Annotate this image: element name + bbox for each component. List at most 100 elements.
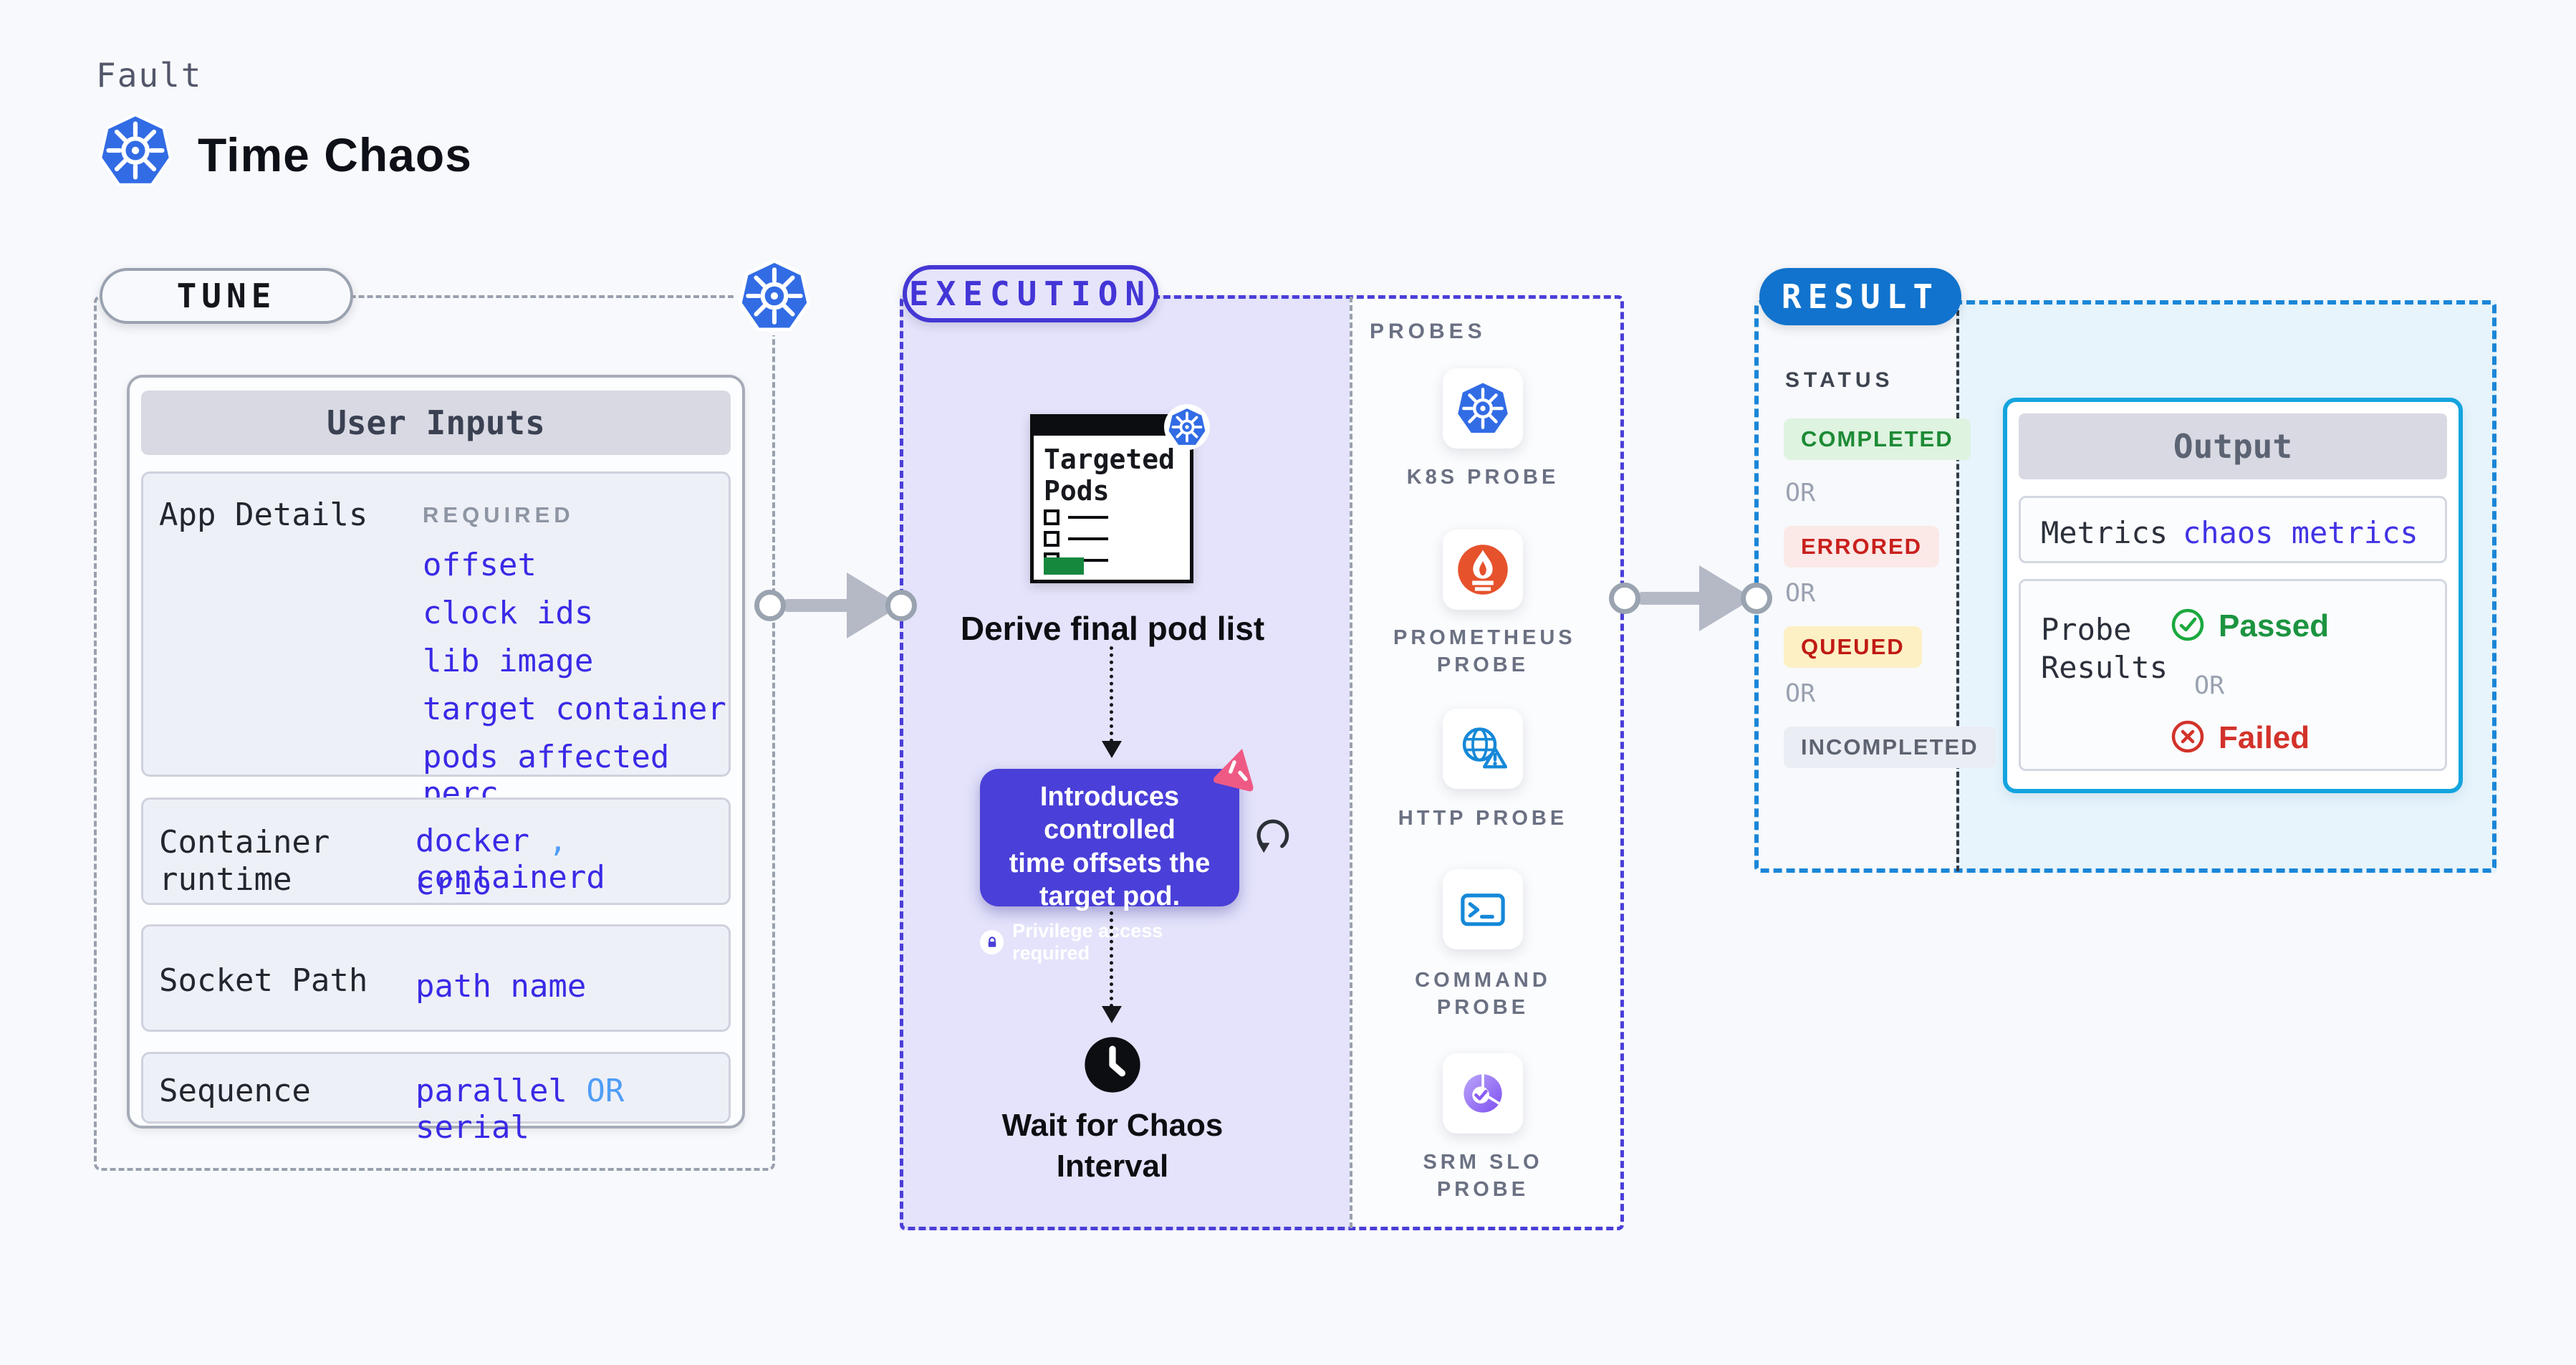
value-containerd[interactable]: containerd	[415, 859, 605, 896]
sequence-row: Sequence parallel OR serial	[141, 1052, 731, 1146]
value-parallel[interactable]: parallel	[415, 1073, 567, 1109]
link-target-container[interactable]: target container	[423, 691, 726, 727]
prometheus-probe-card[interactable]	[1443, 530, 1523, 610]
execution-badge-label: EXECUTION	[908, 274, 1153, 313]
probe-label: K8S PROBE	[1406, 466, 1559, 489]
probes-heading: PROBES	[1370, 320, 1486, 343]
failed-x-icon	[2170, 719, 2206, 755]
status-heading: STATUS	[1785, 368, 1894, 392]
pod-checklist-row	[1044, 509, 1059, 525]
link-lib-image[interactable]: lib image	[423, 643, 594, 679]
connector-dot	[885, 590, 917, 621]
status-badge-incompleted: INCOMPLETED	[1784, 727, 1996, 768]
required-tag: REQUIRED	[423, 502, 575, 527]
failed-label: Failed	[2219, 720, 2310, 755]
kubernetes-corner-icon	[735, 257, 814, 335]
pod-progress-bar	[1044, 557, 1084, 575]
privilege-note: Privilege access required	[1012, 920, 1163, 964]
kubernetes-logo-header-icon	[98, 113, 173, 188]
execution-badge: EXECUTION	[903, 265, 1158, 322]
link-offset[interactable]: offset	[423, 547, 537, 583]
connector-dot	[754, 590, 786, 621]
tooltip-line: time offsets the	[1009, 848, 1211, 878]
k8s-probe-icon	[1458, 383, 1508, 434]
user-inputs-header: User Inputs	[141, 391, 731, 455]
metrics-value[interactable]: chaos metrics	[2183, 515, 2418, 550]
tune-badge: TUNE	[100, 268, 353, 324]
chaos-pink-icon	[1213, 745, 1261, 792]
value-path-name[interactable]: path name	[415, 968, 587, 1005]
probe-results-row: Probe Results Passed OR Failed	[2019, 579, 2447, 771]
container-runtime-values-line1: docker , containerd	[415, 823, 729, 896]
dotted-arrowhead	[1102, 1006, 1122, 1023]
value-docker[interactable]: docker	[415, 823, 529, 859]
link-clock-ids[interactable]: clock ids	[423, 595, 594, 631]
value-comma: ,	[548, 823, 567, 859]
prometheus-probe-icon	[1458, 545, 1508, 595]
passed-check-icon	[2170, 607, 2206, 643]
sequence-values: parallel OR serial	[415, 1073, 729, 1146]
chaos-tooltip: Introduces controlled time offsets the t…	[980, 769, 1239, 964]
srm-slo-probe-card[interactable]	[1443, 1053, 1523, 1134]
connector-dot	[1741, 583, 1772, 614]
flow-arrow-line	[784, 599, 850, 612]
app-details-label: App Details	[159, 497, 368, 533]
status-or: OR	[1785, 479, 1816, 507]
result-badge: RESULT	[1759, 268, 1961, 325]
value-crio[interactable]: crio	[415, 866, 491, 902]
app-details-row: App Details REQUIRED offset clock ids li…	[141, 471, 731, 812]
probe-results-label: Probe Results	[2041, 612, 2168, 685]
derive-pod-list-label: Derive final pod list	[960, 610, 1265, 647]
probe-results-or: OR	[2194, 671, 2225, 700]
loop-refresh-icon	[1252, 815, 1294, 857]
status-badge-errored: ERRORED	[1784, 526, 1940, 567]
lock-icon	[980, 930, 1004, 955]
srm-slo-probe-icon	[1464, 1074, 1502, 1113]
status-badge-completed: COMPLETED	[1784, 418, 1971, 460]
dotted-arrowhead	[1102, 741, 1122, 758]
output-header: Output	[2019, 413, 2447, 479]
page-title: Time Chaos	[198, 128, 472, 181]
tooltip-line: target pod.	[1039, 881, 1181, 912]
flow-dotted-line	[1110, 911, 1113, 1007]
clock-icon	[1082, 1035, 1143, 1095]
targeted-pods-titlebar	[1034, 418, 1190, 436]
tune-badge-label: TUNE	[176, 277, 277, 315]
tune-section-box	[94, 295, 775, 1171]
command-probe-card[interactable]	[1443, 869, 1523, 949]
value-or: OR	[586, 1073, 625, 1109]
metrics-label: Metrics	[2041, 515, 2168, 550]
http-probe-card[interactable]	[1443, 709, 1523, 789]
status-badge-queued: QUEUED	[1784, 626, 1922, 668]
flow-arrow-line	[1639, 592, 1702, 605]
probes-divider	[1350, 297, 1352, 1228]
targeted-pods-card: Targeted Pods	[1030, 414, 1193, 583]
passed-label: Passed	[2219, 608, 2330, 643]
status-or: OR	[1785, 679, 1816, 708]
connector-dot	[1609, 583, 1640, 614]
sequence-label: Sequence	[159, 1073, 311, 1109]
value-serial[interactable]: serial	[415, 1109, 529, 1146]
k8s-probe-card[interactable]	[1443, 368, 1523, 449]
socket-path-label: Socket Path	[159, 962, 368, 999]
targeted-pods-title: Targeted Pods	[1044, 444, 1176, 507]
pod-checklist-line	[1068, 516, 1108, 519]
wait-chaos-interval-label: Wait for Chaos Interval	[1001, 1108, 1224, 1184]
probe-label: HTTP PROBE	[1398, 807, 1568, 830]
status-or: OR	[1785, 579, 1816, 608]
container-runtime-label: Container runtime	[159, 824, 330, 898]
result-badge-label: RESULT	[1781, 277, 1940, 316]
flow-dotted-line	[1110, 646, 1113, 742]
pod-checklist-line	[1068, 537, 1108, 540]
output-title: Output	[2173, 427, 2293, 466]
http-probe-icon	[1462, 727, 1508, 769]
socket-path-row: Socket Path path name	[141, 924, 731, 1032]
fault-eyebrow: Fault	[96, 56, 203, 95]
command-probe-icon	[1461, 894, 1505, 926]
container-runtime-row: Container runtime docker , containerd cr…	[141, 798, 731, 905]
execution-section-box	[900, 295, 1624, 1230]
user-inputs-title: User Inputs	[327, 403, 545, 442]
